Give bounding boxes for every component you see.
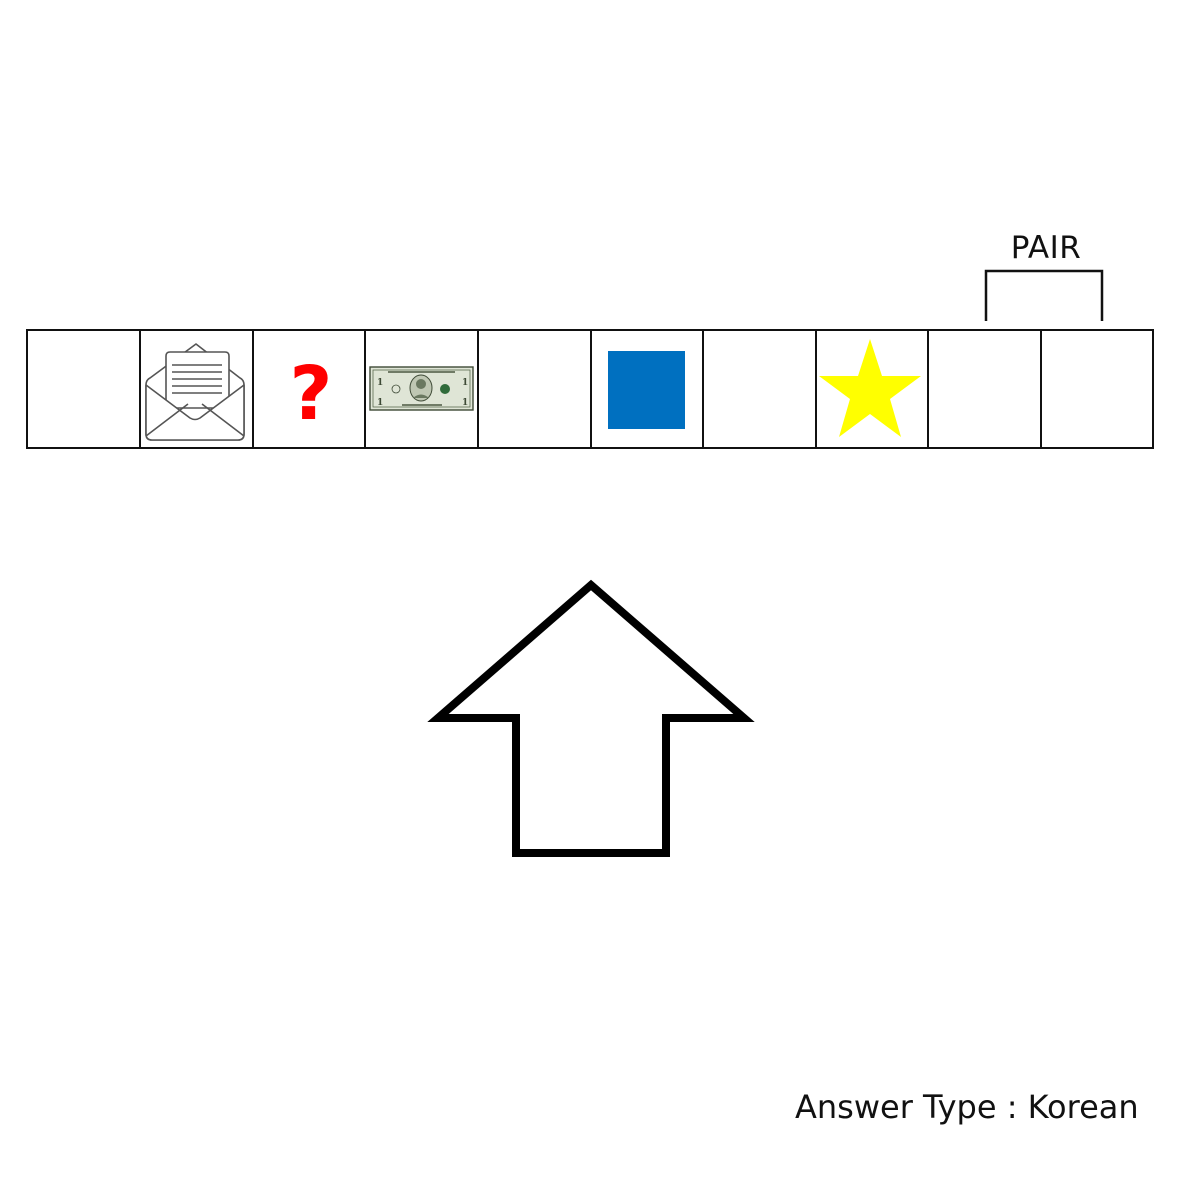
svg-text:1: 1	[377, 378, 383, 388]
envelope-icon	[145, 343, 245, 441]
cell-4	[477, 329, 592, 449]
cell-0	[26, 329, 141, 449]
yellow-star	[819, 339, 921, 437]
pair-bracket	[984, 269, 1104, 321]
cell-2	[252, 329, 366, 449]
up-arrow-icon	[427, 579, 755, 857]
svg-text:1: 1	[462, 378, 468, 388]
svg-text:1: 1	[462, 398, 468, 408]
blue-square	[608, 351, 685, 429]
answer-type-label: Answer Type : Korean	[795, 1088, 1139, 1126]
svg-text:1: 1	[377, 398, 383, 408]
question-mark: ?	[290, 351, 333, 437]
cell-6	[702, 329, 817, 449]
pair-label: PAIR	[1010, 230, 1082, 266]
dollar-bill-icon: 1 1 1 1	[369, 366, 474, 411]
cell-8	[927, 329, 1042, 449]
cell-9	[1040, 329, 1154, 449]
